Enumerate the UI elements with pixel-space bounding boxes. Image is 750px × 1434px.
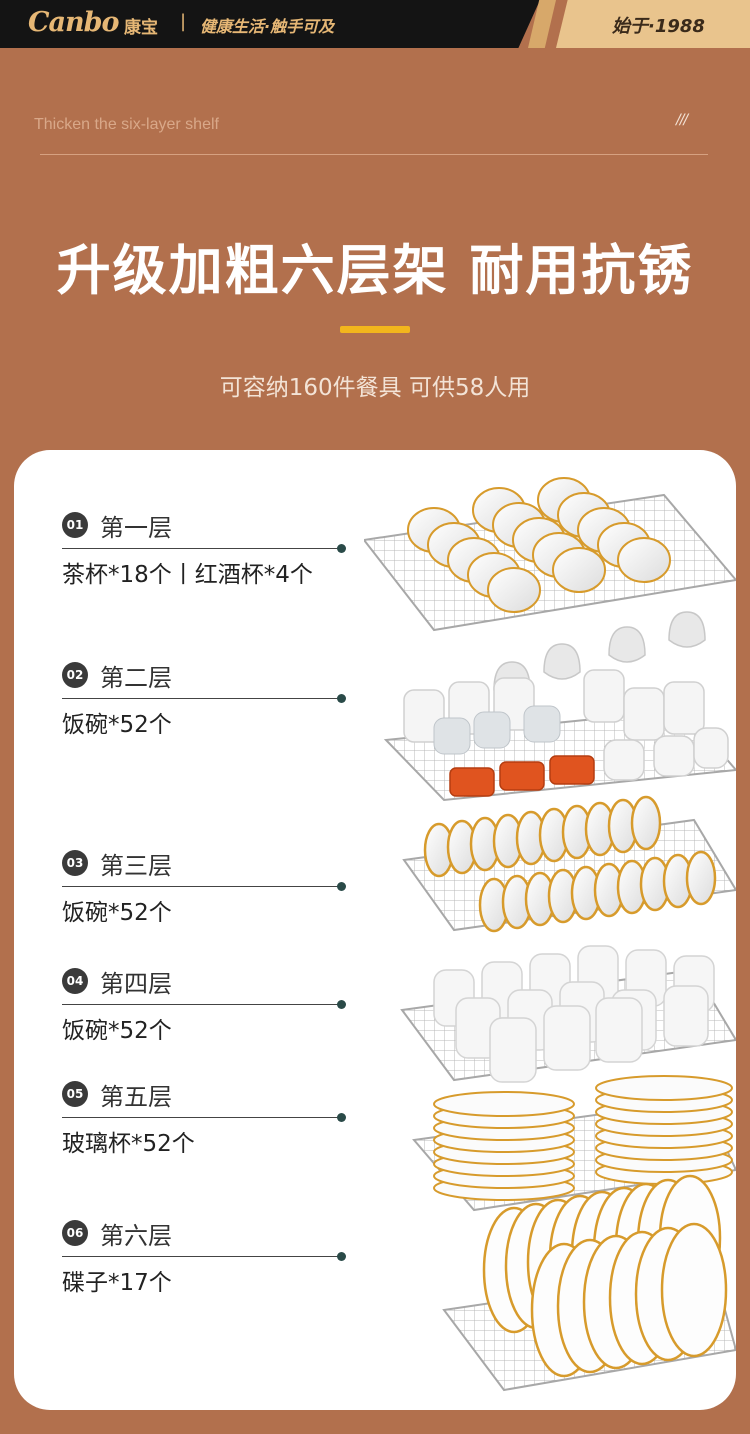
- dish-rack-illustration: [364, 477, 736, 1392]
- layers-card: 01 第一层 茶杯*18个丨红酒杯*4个 02 第二层 饭碗*52个 03 第三层 饭…: [14, 450, 736, 1410]
- leader-dot: [337, 1000, 346, 1009]
- brand-slogan: 健康生活·触手可及: [200, 17, 335, 36]
- layer-item-5: 05 第五层 玻璃杯*52个: [62, 1077, 362, 1158]
- leader-line: [62, 544, 346, 553]
- brand-logo[interactable]: Canbo: [28, 7, 120, 38]
- layer-capacity: 茶杯*18个丨红酒杯*4个: [62, 562, 313, 588]
- layer-number-badge: 01: [62, 512, 88, 538]
- brand-name-cn: 康宝: [124, 18, 158, 38]
- layer-capacity: 饭碗*52个: [62, 712, 172, 738]
- leader-line: [62, 694, 346, 703]
- leader-dot: [337, 1113, 346, 1122]
- header-dark-band: [0, 0, 540, 48]
- rack-layer-1: [364, 477, 736, 698]
- accent-bar: [340, 326, 410, 333]
- layer-item-1: 01 第一层 茶杯*18个丨红酒杯*4个: [62, 508, 362, 589]
- leader-dot: [337, 544, 346, 553]
- leader-dot: [337, 694, 346, 703]
- layer-capacity: 饭碗*52个: [62, 900, 172, 926]
- brand-header: Canbo 康宝 | 健康生活·触手可及 始于·1988: [0, 0, 750, 48]
- leader-line: [62, 882, 346, 891]
- layer-number-badge: 03: [62, 850, 88, 876]
- rack-layer-6: [442, 1174, 736, 1392]
- english-subtitle: Thicken the six-layer shelf: [34, 116, 219, 133]
- layer-title: 第五层: [100, 1082, 172, 1111]
- layer-item-4: 04 第四层 饭碗*52个: [62, 964, 362, 1045]
- layer-title: 第六层: [100, 1221, 172, 1250]
- leader-dot: [337, 1252, 346, 1261]
- decorative-slashes: ///: [676, 112, 688, 128]
- since-year: 始于·1988: [612, 16, 705, 37]
- rack-layer-5: [412, 1075, 736, 1212]
- leader-dot: [337, 882, 346, 891]
- layer-item-2: 02 第二层 饭碗*52个: [62, 658, 362, 739]
- layer-item-3: 03 第三层 饭碗*52个: [62, 846, 362, 927]
- layer-title: 第一层: [100, 513, 172, 542]
- rack-layer-2: [383, 669, 736, 802]
- divider-line: [40, 154, 708, 155]
- rack-layer-3: [402, 795, 736, 933]
- layer-capacity: 碟子*17个: [62, 1270, 172, 1296]
- layer-capacity: 玻璃杯*52个: [62, 1131, 195, 1157]
- layer-item-6: 06 第六层 碟子*17个: [62, 1216, 362, 1297]
- layer-number-badge: 02: [62, 662, 88, 688]
- leader-line: [62, 1252, 346, 1261]
- header-gold-band: [556, 0, 750, 48]
- leader-line: [62, 1000, 346, 1009]
- layer-number-badge: 06: [62, 1220, 88, 1246]
- page-subheadline: 可容纳160件餐具 可供58人用: [219, 375, 531, 401]
- leader-line: [62, 1113, 346, 1122]
- layer-title: 第三层: [100, 851, 172, 880]
- layer-number-badge: 05: [62, 1081, 88, 1107]
- page-headline: 升级加粗六层架 耐用抗锈: [56, 239, 694, 302]
- layer-title: 第二层: [100, 663, 172, 692]
- layer-number-badge: 04: [62, 968, 88, 994]
- layer-capacity: 饭碗*52个: [62, 1018, 172, 1044]
- brand-separator: |: [180, 11, 187, 32]
- rack-layer-4: [400, 945, 736, 1083]
- layer-title: 第四层: [100, 969, 172, 998]
